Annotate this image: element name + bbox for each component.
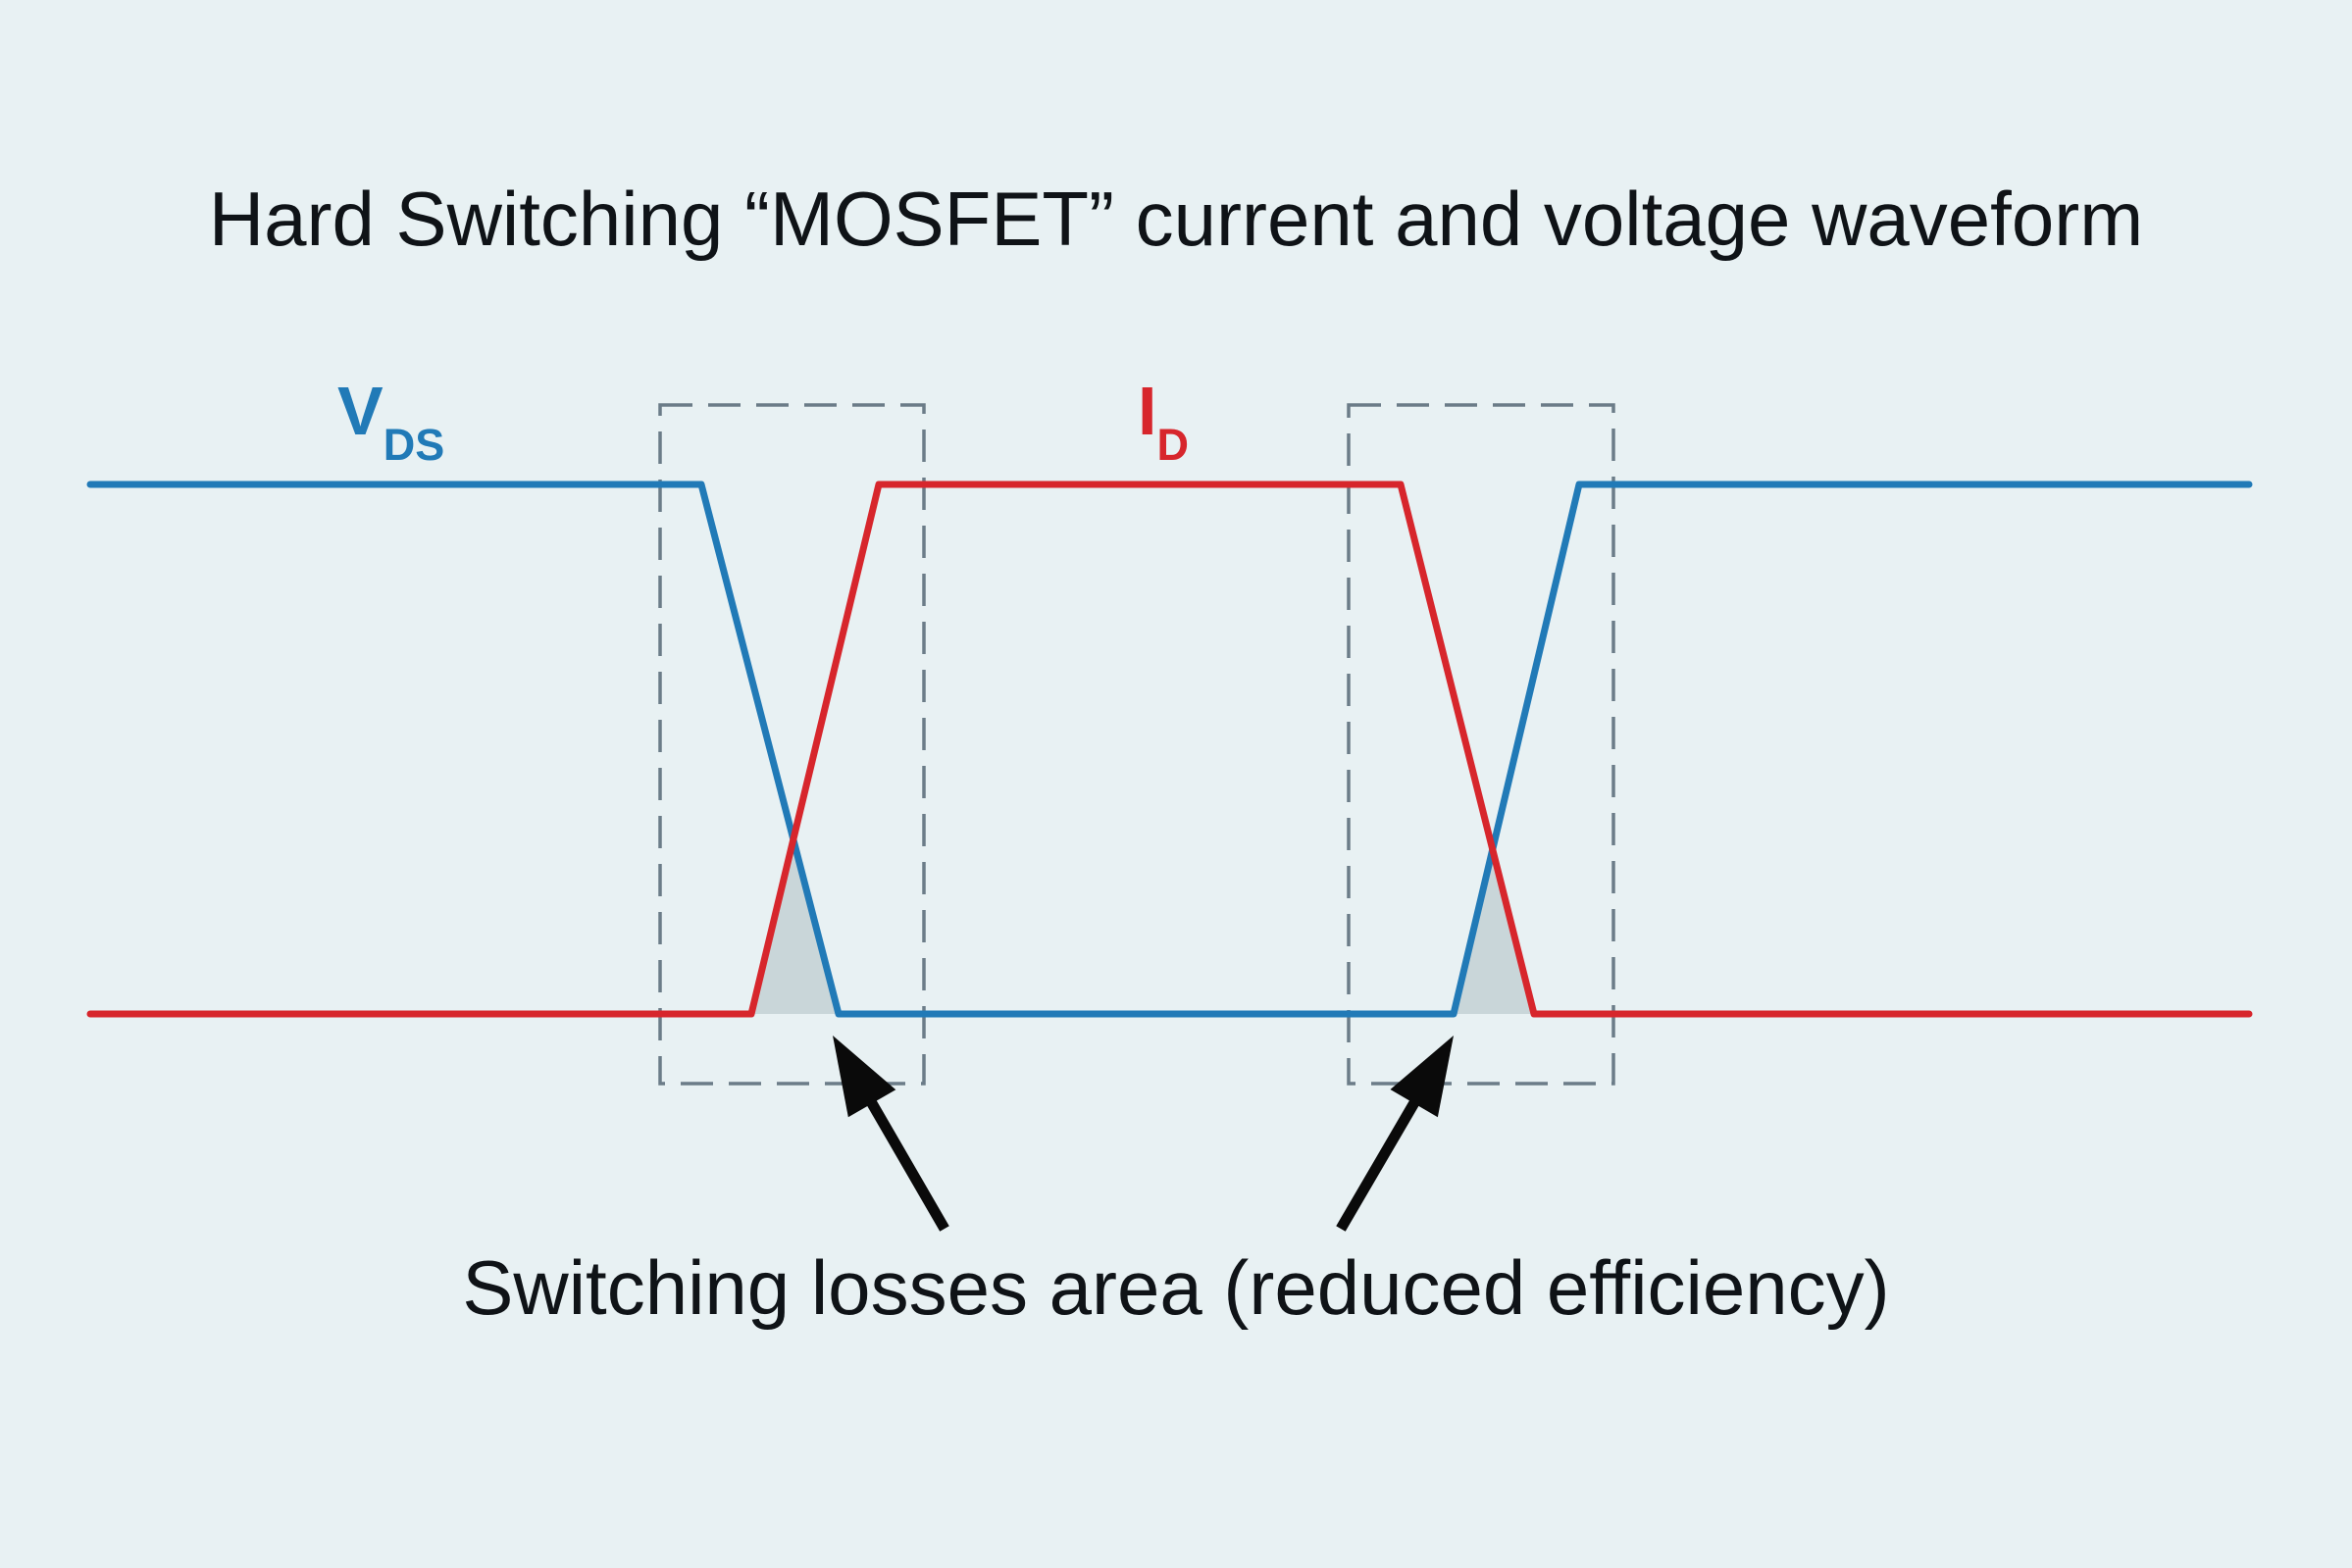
vds-label: VDS (337, 377, 444, 467)
vds-label-main: V (337, 373, 383, 449)
vds-waveform (86, 481, 2253, 1018)
diagram-title: Hard Switching “MOSFET” current and volt… (208, 176, 2144, 262)
id-waveform (86, 481, 2253, 1018)
id-label-subscript: D (1156, 420, 1189, 470)
loss-caption: Switching losses area (reduced efficienc… (462, 1244, 1890, 1331)
id-label-main: I (1138, 373, 1157, 449)
loss-arrow-left-head (833, 1036, 896, 1118)
loss-arrow-right-head (1390, 1036, 1454, 1118)
loss-arrow-right-shaft (1336, 1091, 1424, 1232)
switching-loss-area-turn-off (1454, 849, 1534, 1014)
id-label: ID (1138, 377, 1189, 467)
turn-on-transition-box (658, 403, 926, 1086)
vds-label-subscript: DS (383, 420, 445, 470)
loss-arrow-left-shaft (862, 1091, 949, 1232)
switching-loss-area-turn-on (751, 839, 839, 1014)
turn-off-transition-box (1347, 403, 1615, 1086)
